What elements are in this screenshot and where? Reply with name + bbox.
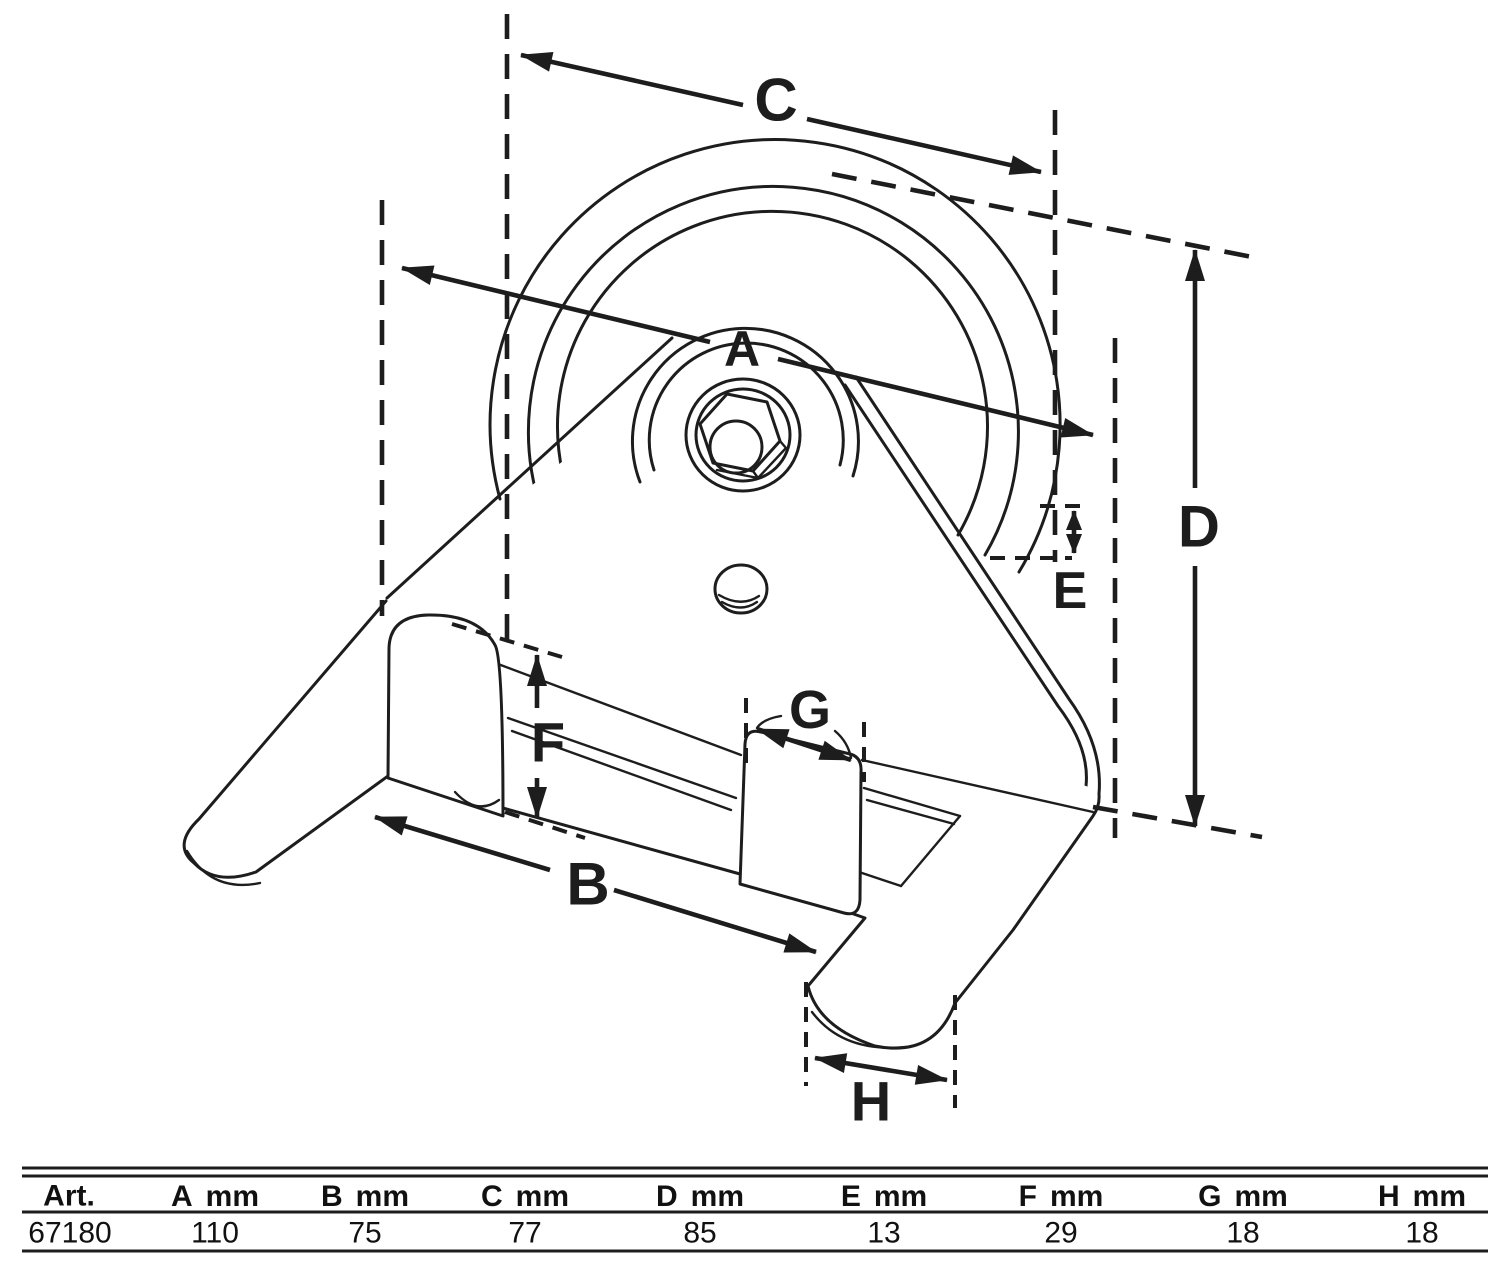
table-value-e: 13: [867, 1217, 900, 1250]
ext-tick-f-top: [451, 622, 563, 659]
dim-arrow-b-right: [613, 887, 817, 955]
dim-label-b: B: [566, 851, 609, 918]
table-value-d: 85: [683, 1217, 716, 1250]
bracket-plate-left-edge: [385, 336, 674, 600]
hub-inner-arc: [647, 341, 845, 472]
plate-hole-shade-2: [717, 593, 761, 603]
dim-arrow-a-right: [777, 356, 1094, 438]
table-value-g: 18: [1226, 1217, 1259, 1250]
dim-label-g: G: [789, 680, 831, 740]
dim-arrow-b-left: [374, 814, 551, 873]
middle-tab: [738, 729, 863, 916]
left-foot-thickness-line: [185, 849, 262, 887]
dim-g-leader-left: [755, 714, 783, 730]
dim-arrow-c-right: [806, 116, 1042, 175]
dim-label-h: H: [851, 1070, 891, 1133]
table-value-b: 75: [348, 1217, 381, 1250]
fold-line-right: [860, 758, 1095, 814]
table-value-art: 67180: [28, 1217, 111, 1250]
hub-outer-arc: [630, 326, 860, 484]
dim-label-e: E: [1053, 562, 1088, 620]
plate-hole-shade-1: [720, 600, 759, 609]
dim-g-leader-right: [833, 729, 853, 760]
bolt-socket: [708, 419, 764, 475]
dim-label-a: A: [724, 321, 760, 377]
slot-bottom-edge: [857, 870, 903, 888]
slot-top-edge: [862, 786, 962, 818]
table-value-f: 29: [1044, 1217, 1077, 1250]
left-tab: [386, 613, 505, 818]
bracket-plate-right-edge-inner: [843, 383, 1088, 788]
right-foot-thickness-line: [810, 1010, 908, 1049]
ext-tick-f-bottom: [504, 810, 586, 840]
table-value-c: 77: [508, 1217, 541, 1250]
dim-label-d: D: [1178, 495, 1220, 560]
fold-line-2: [506, 716, 738, 800]
dim-arrow-c-left: [520, 52, 744, 108]
left-tab-base-arc: [453, 790, 501, 808]
wheel-rim-inner-arc: [526, 185, 1020, 557]
dim-arrow-g: [756, 726, 852, 763]
wheel-groove-arc: [555, 209, 989, 542]
slot-top-edge-2: [865, 798, 956, 826]
ext-line-top-diagonal: [831, 171, 1263, 262]
dim-label-c: C: [754, 67, 797, 134]
table-value-h: 18: [1405, 1217, 1438, 1250]
table-value-a: 110: [191, 1217, 239, 1250]
fold-line-3: [510, 729, 733, 812]
bracket-plate-fill: [385, 287, 1087, 786]
dim-arrow-h: [814, 1053, 948, 1085]
dim-label-f: F: [531, 711, 565, 774]
wheel-outer-rim-arc: [488, 138, 1062, 574]
dim-arrow-a-left: [401, 265, 711, 345]
table-header-art: Art.: [43, 1180, 95, 1213]
bracket-plate-right-edge-outer: [854, 375, 1101, 796]
ext-line-bottom-diagonal: [1092, 804, 1263, 840]
plate-hole: [713, 563, 769, 615]
slot-right-edge: [899, 814, 962, 888]
